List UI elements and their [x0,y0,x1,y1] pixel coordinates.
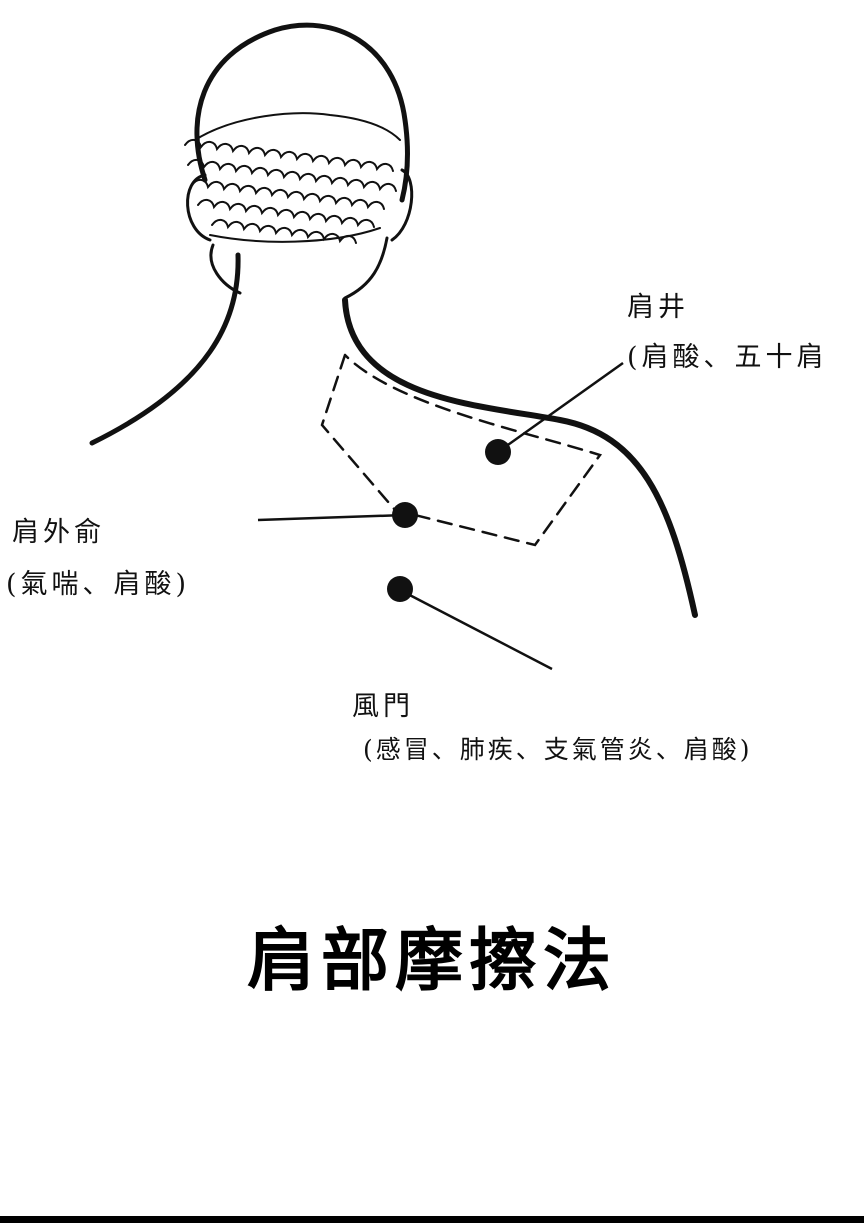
acupoint-jianjing [485,439,511,465]
leader-line-jianjing [497,361,624,454]
left-shoulder-line [89,252,241,446]
bottom-rule [0,1216,864,1223]
label-jianwaishu-name: 肩外俞 [12,517,105,548]
leader-line-jianwaishu [257,513,406,522]
label-fengmen-indications: (感冒、肺疾、支氣管炎、肩酸) [363,735,753,764]
right-ear [390,168,414,242]
label-jianjing-name: 肩井 [627,292,689,323]
right-shoulder-line [342,297,698,618]
hair-top-line [194,112,401,141]
left-ear [186,173,212,242]
right-neck-line [343,236,389,300]
leader-line-fengmen [399,588,553,671]
acupoint-jianwaishu [392,502,418,528]
dashed-region [320,353,603,547]
label-jianjing-indications: (肩酸、五十肩 [627,342,828,373]
head-drawing [184,22,414,244]
head-outline [194,22,411,203]
label-jianwaishu-indications: (氣喘、肩酸) [6,569,191,600]
acupoint-fengmen [387,576,413,602]
page-title: 肩部摩擦法 [246,921,617,1001]
acupoint-markers [387,439,511,602]
label-fengmen-name: 風門 [352,691,414,722]
body-drawing [89,236,698,618]
leader-lines [257,361,624,671]
hair-curls [184,139,397,244]
hair-bottom-line [209,227,381,243]
